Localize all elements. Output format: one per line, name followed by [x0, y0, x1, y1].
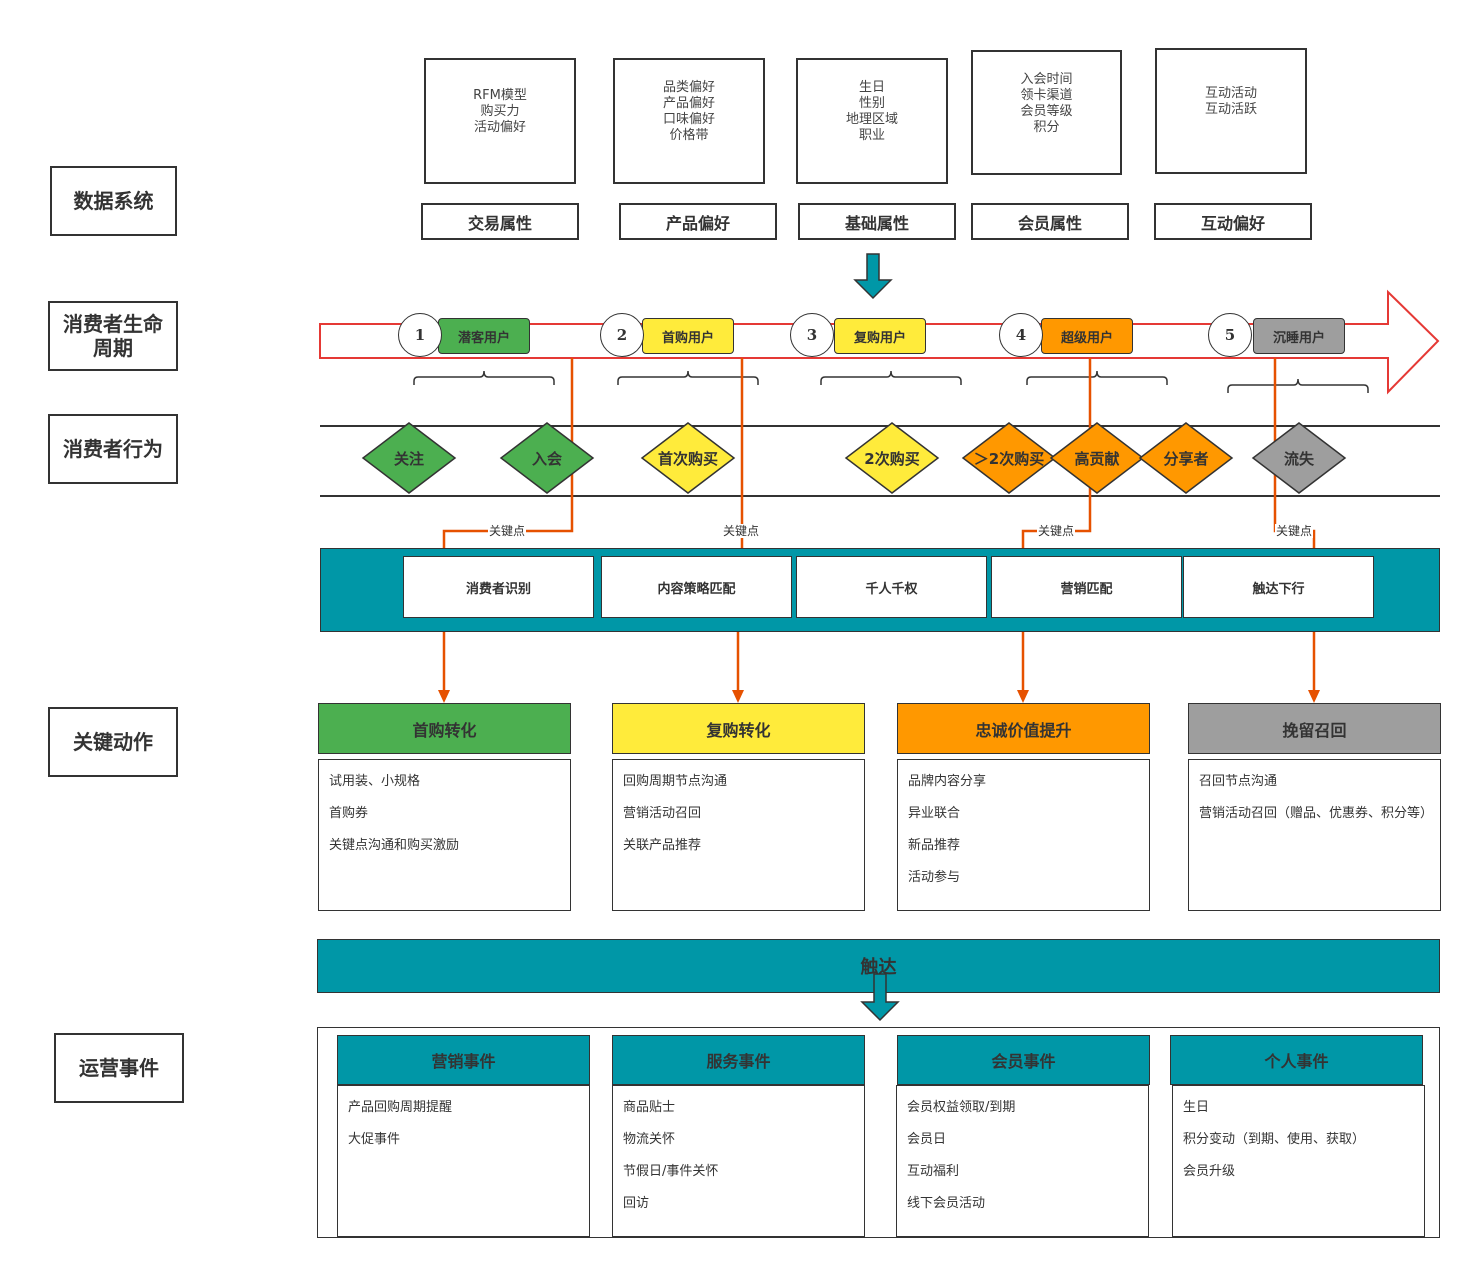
list-item: 商品贴士 — [623, 1100, 676, 1115]
row-label-operations: 运营事件 — [54, 1033, 184, 1103]
action-arrowheads — [438, 690, 1320, 703]
list-item: 回购周期节点沟通 — [623, 774, 728, 789]
behavior-diamond — [361, 422, 457, 494]
data-category: 互动偏好 — [1154, 203, 1312, 240]
row-label-key-actions: 关键动作 — [48, 707, 178, 777]
behavior-label: ＞2次购买 — [973, 449, 1045, 468]
data-detail-box: 生日 性别 地理区域 职业 — [796, 58, 948, 184]
behavior-diamond — [1251, 422, 1347, 494]
list-item: 节假日/事件关怀 — [623, 1164, 719, 1179]
list-item: 活动参与 — [908, 870, 961, 885]
list-item: 品牌内容分享 — [908, 774, 987, 789]
behavior-label: 关注 — [393, 449, 424, 468]
list-item: 线下会员活动 — [907, 1196, 986, 1211]
event-list: 会员权益领取/到期 会员日 互动福利 线下会员活动 — [896, 1085, 1149, 1237]
event-list: 产品回购周期提醒 大促事件 — [337, 1085, 590, 1237]
action-loyalty-title: 忠诚价值提升 — [897, 703, 1150, 754]
list-item: 营销活动召回 — [623, 806, 702, 821]
behavior-label: 分享者 — [1163, 449, 1209, 468]
stage-number: 2 — [600, 313, 644, 357]
key-point-label: 关键点 — [722, 524, 761, 538]
event-member-title: 会员事件 — [897, 1035, 1150, 1085]
behavior-diamond — [640, 422, 736, 494]
strategy-cell: 消费者识别 — [403, 556, 594, 618]
behavior-diamond — [1138, 422, 1234, 494]
list-item: 营销活动召回（赠品、优惠券、积分等） — [1199, 806, 1434, 821]
list-item: 回访 — [623, 1196, 650, 1211]
stage-repurchase: 复购用户 — [834, 318, 926, 354]
row-label-data-system: 数据系统 — [50, 166, 177, 236]
list-item: 首购券 — [329, 806, 369, 821]
stage-number: 4 — [999, 313, 1043, 357]
list-item: 会员权益领取/到期 — [907, 1100, 1016, 1115]
list-item: 产品回购周期提醒 — [348, 1100, 453, 1115]
stage-number: 5 — [1208, 313, 1252, 357]
key-point-label: 关键点 — [1275, 524, 1314, 538]
data-detail-box: 互动活动 互动活跃 — [1155, 48, 1307, 174]
down-arrow-icon — [860, 973, 900, 1022]
behavior-label: 高贡献 — [1074, 449, 1120, 468]
action-repurchase-title: 复购转化 — [612, 703, 865, 754]
action-connectors — [442, 632, 1316, 692]
list-item: 会员升级 — [1183, 1164, 1236, 1179]
action-list: 回购周期节点沟通 营销活动召回 关联产品推荐 — [612, 759, 865, 911]
event-list: 商品贴士 物流关怀 节假日/事件关怀 回访 — [612, 1085, 865, 1237]
list-item: 异业联合 — [908, 806, 961, 821]
stage-super-user: 超级用户 — [1041, 318, 1133, 354]
list-item: 大促事件 — [348, 1132, 401, 1147]
stage-number: 3 — [790, 313, 834, 357]
behavior-label: 2次购买 — [864, 449, 920, 468]
data-category: 会员属性 — [971, 203, 1129, 240]
reach-band: 触达 — [317, 939, 1440, 993]
event-marketing-title: 营销事件 — [337, 1035, 590, 1085]
row-label-behavior: 消费者行为 — [48, 414, 178, 484]
event-list: 生日 积分变动（到期、使用、获取） 会员升级 — [1172, 1085, 1425, 1237]
behavior-diamond — [844, 422, 940, 494]
key-point-label: 关键点 — [488, 524, 527, 538]
data-category: 基础属性 — [798, 203, 956, 240]
behavior-label: 首次购买 — [657, 449, 718, 468]
strategy-cell: 千人千权 — [796, 556, 987, 618]
behavior-label: 入会 — [531, 449, 562, 468]
action-list: 召回节点沟通 营销活动召回（赠品、优惠券、积分等） — [1188, 759, 1441, 911]
action-list: 品牌内容分享 异业联合 新品推荐 活动参与 — [897, 759, 1150, 911]
action-list: 试用装、小规格 首购券 关键点沟通和购买激励 — [318, 759, 571, 911]
stage-dormant: 沉睡用户 — [1253, 318, 1345, 354]
stage-braces — [413, 370, 1369, 393]
list-item: 关键点沟通和购买激励 — [329, 838, 460, 853]
data-detail-box: RFM模型 购买力 活动偏好 — [424, 58, 576, 184]
strategy-cell: 触达下行 — [1183, 556, 1374, 618]
data-detail-box: 入会时间 领卡渠道 会员等级 积分 — [971, 50, 1122, 175]
list-item: 积分变动（到期、使用、获取） — [1183, 1132, 1366, 1147]
behavior-diamond — [961, 422, 1057, 494]
data-detail-box: 品类偏好 产品偏好 口味偏好 价格带 — [613, 58, 765, 184]
behavior-diamond — [499, 422, 595, 494]
list-item: 物流关怀 — [623, 1132, 676, 1147]
list-item: 召回节点沟通 — [1199, 774, 1278, 789]
event-service-title: 服务事件 — [612, 1035, 865, 1085]
stage-first-purchase: 首购用户 — [642, 318, 734, 354]
data-category: 产品偏好 — [619, 203, 777, 240]
key-point-label: 关键点 — [1037, 524, 1076, 538]
action-first-purchase-title: 首购转化 — [318, 703, 571, 754]
strategy-cell: 内容策略匹配 — [601, 556, 792, 618]
behavior-label: 流失 — [1283, 449, 1314, 468]
action-retention-title: 挽留召回 — [1188, 703, 1441, 754]
list-item: 新品推荐 — [908, 838, 961, 853]
data-category: 交易属性 — [421, 203, 579, 240]
down-arrow-icon — [853, 253, 893, 300]
list-item: 关联产品推荐 — [623, 838, 702, 853]
stage-prospect: 潜客用户 — [438, 318, 530, 354]
stage-number: 1 — [398, 313, 442, 357]
list-item: 互动福利 — [907, 1164, 960, 1179]
row-label-lifecycle: 消费者生命 周期 — [48, 301, 178, 371]
event-personal-title: 个人事件 — [1170, 1035, 1423, 1085]
list-item: 试用装、小规格 — [329, 774, 421, 789]
strategy-cell: 营销匹配 — [991, 556, 1182, 618]
behavior-diamond — [1049, 422, 1145, 494]
list-item: 会员日 — [907, 1132, 947, 1147]
list-item: 生日 — [1183, 1100, 1210, 1115]
